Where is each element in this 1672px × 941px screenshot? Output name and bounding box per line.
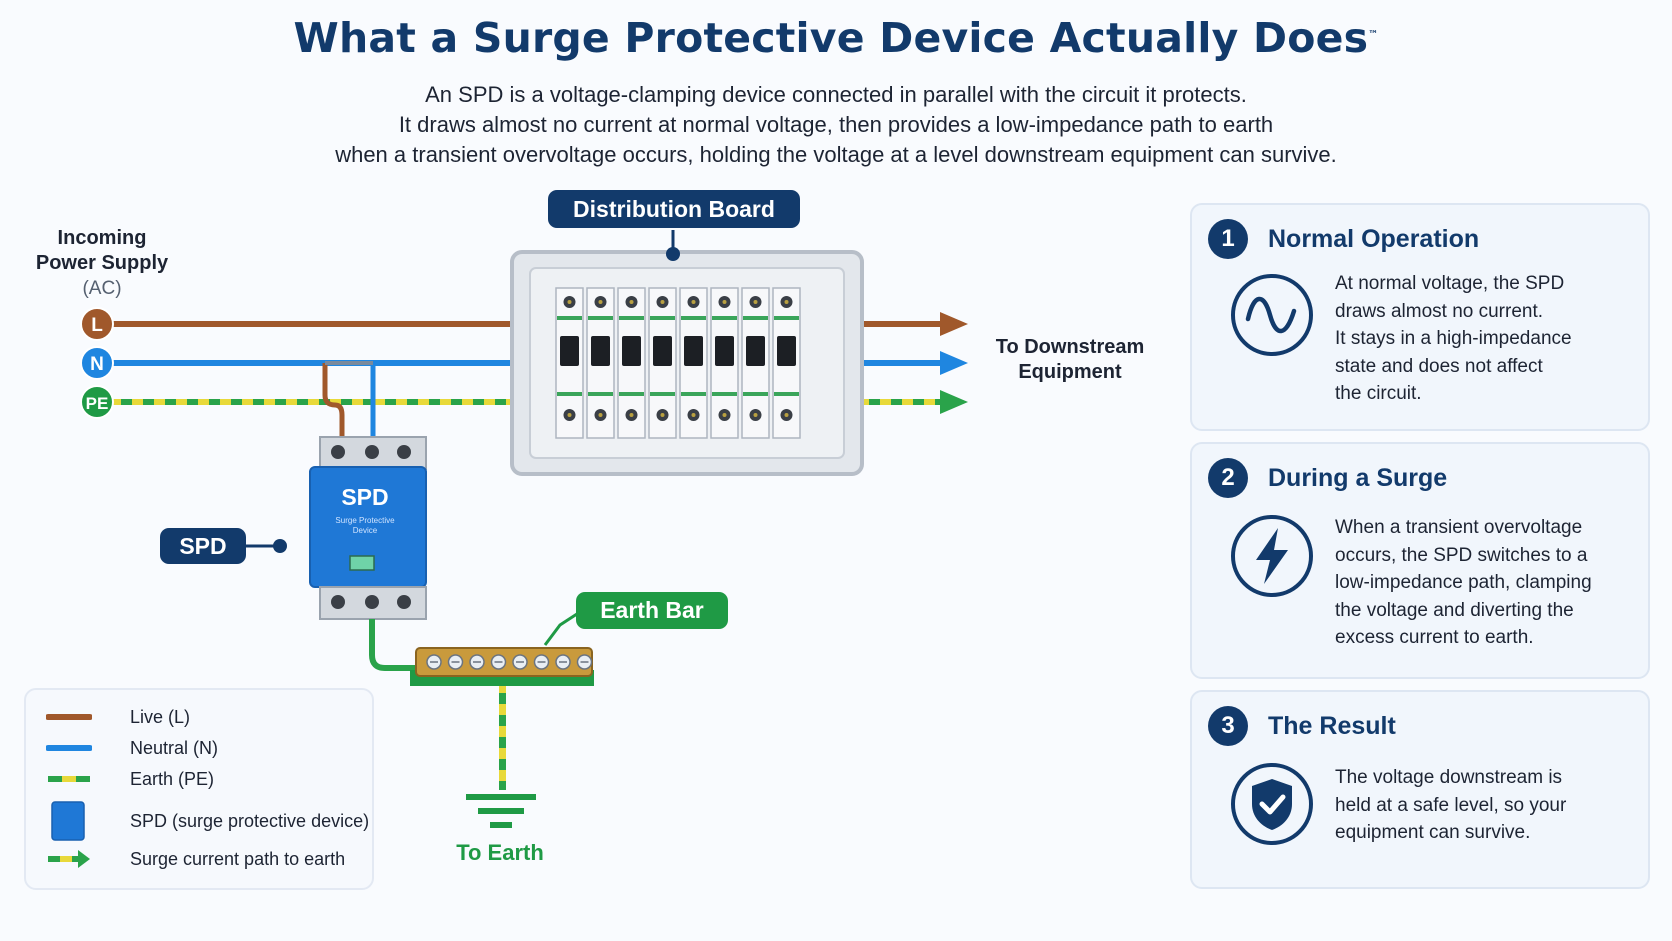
incoming-supply-label: Incoming Power Supply (AC) [22,226,182,301]
step-number: 3 [1208,706,1248,746]
lightning-bolt-icon [1231,515,1313,597]
legend-label: SPD (surge protective device) [130,810,370,831]
card-body: At normal voltage, the SPD draws almost … [1335,270,1572,408]
legend-label: Earth (PE) [130,768,215,789]
earth-bar-screw [426,654,442,670]
neutral-badge: N [80,346,114,380]
downstream-label: To Downstream Equipment [970,335,1170,385]
card-line: occurs, the SPD switches to a [1335,544,1588,566]
circuit-breaker [648,287,677,439]
card-normal-operation: 1 Normal Operation At normal voltage, th… [1190,203,1650,431]
earth-badge: PE [80,385,114,419]
step-number: 1 [1208,219,1248,259]
circuit-breaker [741,287,770,439]
downstream-line-1: To Downstream [995,336,1145,358]
earth-bar-screw [469,654,485,670]
supply-line-2: Power Supply [35,252,169,274]
card-line: At normal voltage, the SPD [1335,273,1565,294]
spd-swatch [51,801,85,841]
neutral-line-swatch [46,745,92,751]
legend-item: Neutral (N) [46,736,218,760]
intro-text: An SPD is a voltage-clamping device conn… [0,80,1672,170]
legend-item: SPD (surge protective device) [46,800,369,842]
earth-bar-screw [490,654,507,670]
earth-line-swatch [48,776,90,782]
card-line: state and does not affect [1335,355,1543,377]
neutral-badge-label: N [90,354,104,375]
earth-bar-screw [533,654,550,670]
step-number: 2 [1208,458,1248,498]
earth-ground-symbol [466,794,536,828]
circuit-breaker [679,287,708,439]
circuit-breaker [586,287,615,439]
card-line: It stays in a high-impedance [1335,328,1572,349]
circuit-breaker [555,287,584,439]
spd-device [309,436,427,620]
spd-earth-connection [369,619,420,671]
legend-label: Neutral (N) [130,737,219,758]
card-heading: Normal Operation [1268,225,1480,253]
card-body: The voltage downstream is held at a safe… [1335,764,1566,847]
earth-bar-label: Earth Bar [576,592,728,629]
board-label-dot [666,247,680,261]
legend-label: Live (L) [130,706,191,727]
card-line: the circuit. [1335,383,1422,404]
supply-line-1: Incoming [57,227,147,249]
legend-item: Earth (PE) [46,767,214,791]
legend-label: Surge current path to earth [130,848,346,869]
circuit-breaker [710,287,739,439]
card-line: The voltage downstream is [1335,767,1563,788]
card-line: equipment can survive. [1335,822,1531,843]
sine-wave-icon [1231,274,1313,356]
live-badge: L [80,307,114,341]
legend: Live (L) Neutral (N) Earth (PE) SPD (sur… [24,688,374,890]
spd-device-small-label: Surge Protective Device [310,516,420,536]
circuit-breaker [772,287,801,439]
supply-line-3: (AC) [82,278,122,299]
earth-bar-screw [555,654,571,670]
spd-small-line-1: Surge Protective [335,516,395,525]
card-during-surge: 2 During a Surge When a transient overvo… [1190,442,1650,679]
card-result: 3 The Result The voltage downstream is h… [1190,690,1650,889]
surge-path-arrow [48,850,90,868]
intro-line: An SPD is a voltage-clamping device conn… [425,82,1247,107]
intro-line: It draws almost no current at normal vol… [398,112,1274,137]
page-title: What a Surge Protective Device Actually … [293,14,1379,62]
to-earth-label: To Earth [456,840,544,865]
card-heading: The Result [1268,712,1396,740]
circuit-breaker [617,287,646,439]
distribution-board-label: Distribution Board [548,190,800,228]
spd-live-connection [322,363,345,440]
card-line: excess current to earth. [1335,627,1534,648]
shield-check-icon [1231,763,1313,845]
earth-bar-label-connector [543,610,581,646]
live-line-swatch [46,714,92,720]
spd-tag-dot [273,539,287,553]
earth-bar-screw [576,654,593,670]
spd-tag: SPD [160,528,246,564]
card-line: low-impedance path, clamping [1335,572,1592,593]
earth-lead [499,686,506,790]
card-line: held at a safe level, so your [1335,794,1567,816]
earth-bar-screw [447,654,464,670]
spd-small-line-2: Device [352,526,378,535]
spd-device-label: SPD [341,484,389,510]
card-line: draws almost no current. [1335,300,1544,322]
card-line: When a transient overvoltage [1335,517,1583,538]
legend-item: Live (L) [46,705,190,729]
legend-item: Surge current path to earth [46,847,345,871]
distribution-board [510,250,864,476]
earth-bar [410,647,594,686]
downstream-line-2: Equipment [1018,361,1122,383]
card-line: the voltage and diverting the [1335,599,1574,621]
live-badge-label: L [91,315,103,336]
earth-bar-screw [512,654,528,670]
earth-badge-label: PE [86,394,109,413]
card-heading: During a Surge [1268,464,1448,492]
card-body: When a transient overvoltage occurs, the… [1335,514,1592,652]
intro-line: when a transient overvoltage occurs, hol… [335,142,1337,167]
